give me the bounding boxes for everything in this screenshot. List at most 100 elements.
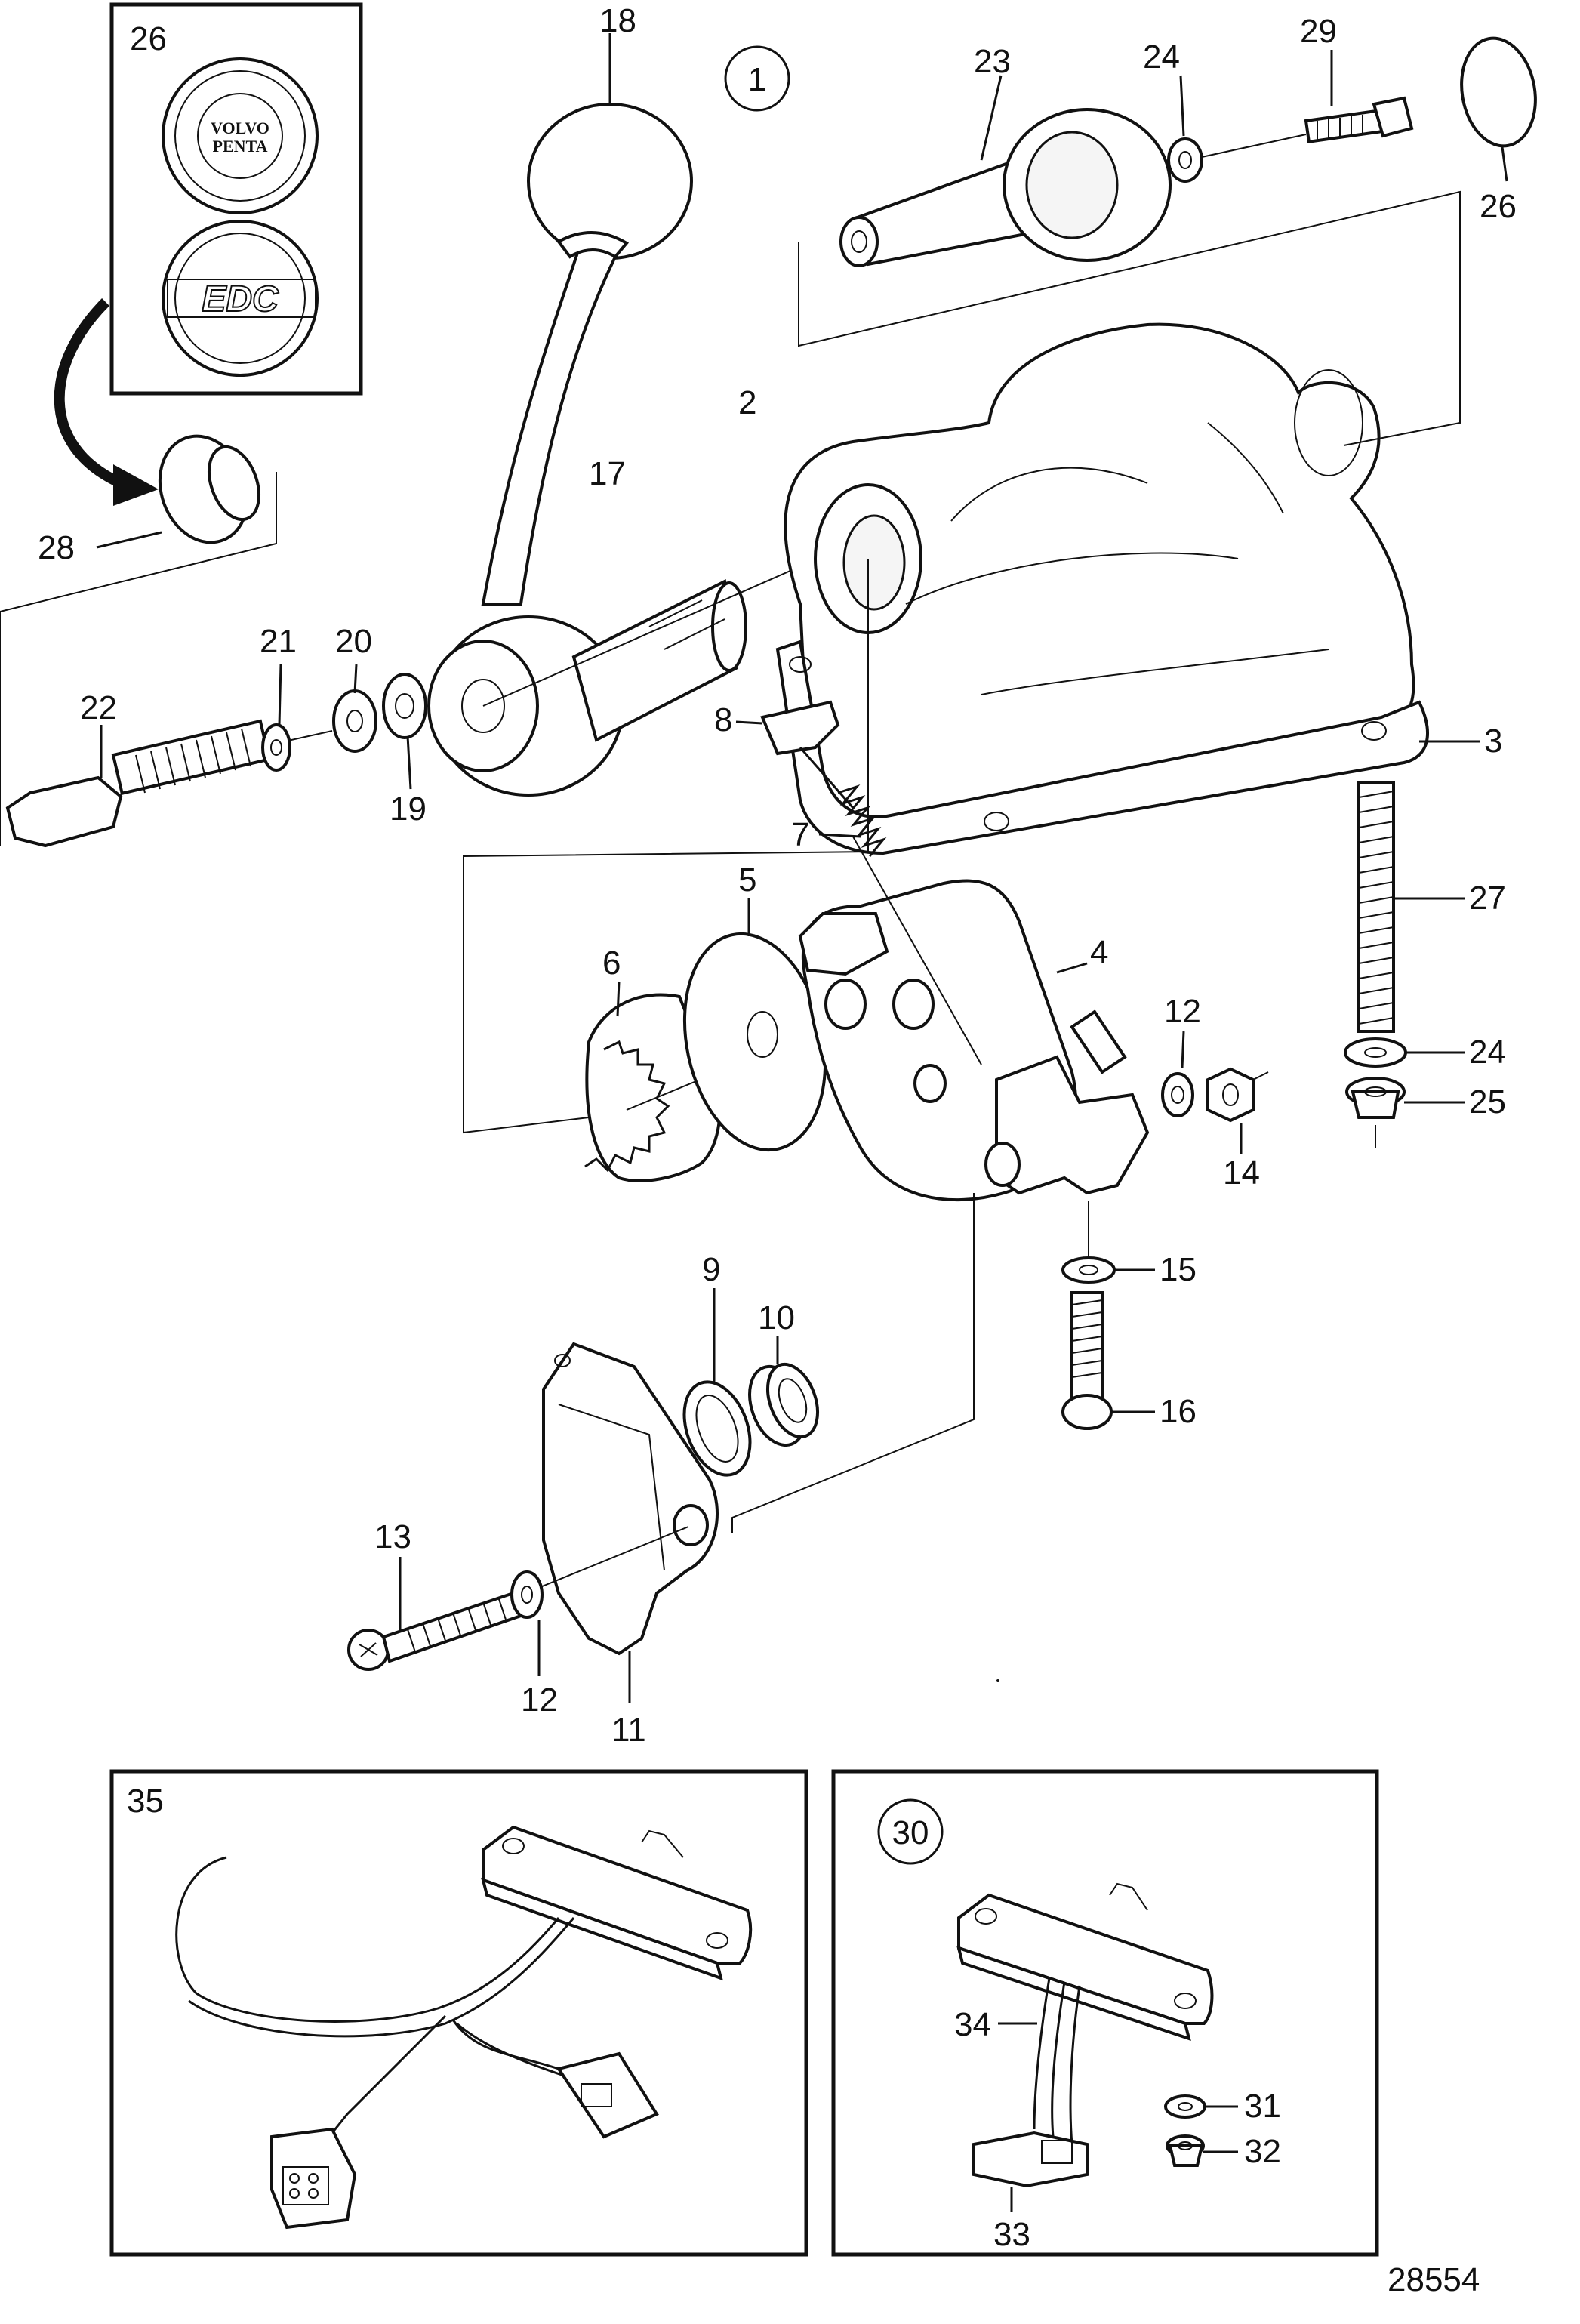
edc-badge-icon: EDC xyxy=(162,220,319,377)
label-22: 22 xyxy=(80,689,117,726)
label-3: 3 xyxy=(1484,723,1502,760)
label-4: 4 xyxy=(1090,934,1108,971)
svg-text:VOLVO: VOLVO xyxy=(211,119,269,137)
view-marker-30: 30 xyxy=(877,1798,944,1865)
svg-text:1: 1 xyxy=(748,61,766,98)
dot-mark xyxy=(996,1679,999,1682)
label-8: 8 xyxy=(714,701,732,738)
svg-text:PENTA: PENTA xyxy=(213,137,268,156)
label-6: 6 xyxy=(602,945,621,982)
sensor-11 xyxy=(542,1342,719,1703)
seal-10 xyxy=(748,1336,819,1447)
label-29: 29 xyxy=(1300,13,1337,50)
assembly-line-13 xyxy=(532,1526,689,1591)
pin-22 xyxy=(5,719,271,848)
spring-7 xyxy=(818,784,887,857)
oring-9 xyxy=(682,1288,752,1477)
control-unit-30-icon xyxy=(956,1882,1214,2042)
label-23: 23 xyxy=(974,43,1011,80)
view-marker-1: 1 xyxy=(724,45,790,112)
washer-19 xyxy=(382,673,427,790)
label-5: 5 xyxy=(738,861,756,898)
label-25: 25 xyxy=(1469,1083,1506,1120)
pin-22-threads xyxy=(135,728,251,794)
svg-text:EDC: EDC xyxy=(202,279,279,319)
washer-21 xyxy=(261,664,291,772)
assembly-line-28 xyxy=(0,472,277,846)
label-12-right: 12 xyxy=(1164,993,1201,1030)
label-24-bottom: 24 xyxy=(1469,1034,1506,1071)
bolt-29-threads xyxy=(1317,115,1363,140)
label-33: 33 xyxy=(993,2216,1030,2253)
label-19: 19 xyxy=(390,791,427,828)
inset-box-30: 30 xyxy=(831,1769,1379,2257)
svg-text:30: 30 xyxy=(892,1814,929,1851)
label-13: 13 xyxy=(374,1518,411,1555)
bolt-29 xyxy=(1304,50,1414,143)
label-35: 35 xyxy=(127,1783,164,1820)
badge-arrow xyxy=(54,298,159,506)
bolt-16-threads xyxy=(1071,1299,1103,1378)
volvo-penta-badge-icon: VOLVO PENTA xyxy=(162,57,319,214)
nut-32 xyxy=(1166,2134,1238,2167)
label-11: 11 xyxy=(611,1712,646,1749)
washer-20 xyxy=(332,664,377,753)
washer-12-right xyxy=(1161,1031,1194,1117)
nut-14 xyxy=(1206,1067,1269,1154)
housing-2 xyxy=(784,322,1415,834)
label-27: 27 xyxy=(1469,880,1506,917)
plunger-8 xyxy=(735,700,855,809)
gasket-3 xyxy=(775,640,1429,855)
wires-34 xyxy=(998,1977,1081,2145)
label-10: 10 xyxy=(758,1299,795,1336)
assembly-line-bracket-6 xyxy=(463,559,869,1134)
control-unit-35-icon xyxy=(481,1825,753,1981)
label-26-badge-box: 26 xyxy=(130,20,167,57)
bolt-13 xyxy=(347,1557,523,1671)
label-17: 17 xyxy=(589,455,626,492)
bolt-27 xyxy=(1357,781,1465,1033)
label-2: 2 xyxy=(738,384,756,421)
label-31: 31 xyxy=(1244,2088,1281,2125)
connector-35-a-icon xyxy=(556,2051,659,2139)
label-7: 7 xyxy=(791,816,809,853)
bracket-lever xyxy=(984,1009,1150,1195)
label-20: 20 xyxy=(335,623,372,660)
bolt-16 xyxy=(1061,1291,1155,1430)
label-14: 14 xyxy=(1223,1154,1260,1191)
inset-box-35: 35 xyxy=(109,1769,808,2257)
assembly-line-sensor xyxy=(731,1193,975,1533)
label-9: 9 xyxy=(702,1251,720,1288)
nut-25 xyxy=(1345,1077,1465,1148)
assembly-line-bracket-23 xyxy=(798,190,1461,446)
washer-15 xyxy=(1061,1256,1155,1284)
assembly-line-24-29 xyxy=(1201,134,1307,158)
connector-33-icon xyxy=(972,2131,1089,2212)
label-28: 28 xyxy=(38,529,75,566)
label-15: 15 xyxy=(1160,1251,1197,1288)
washer-24-top xyxy=(1167,75,1203,183)
cap-26 xyxy=(1460,36,1537,182)
label-26-cap: 26 xyxy=(1480,188,1517,225)
part-labels: 18 23 24 29 26 2 17 28 21 20 22 8 3 19 7… xyxy=(38,2,1517,2298)
bolt-13-threads xyxy=(407,1596,507,1653)
label-18: 18 xyxy=(599,2,636,39)
lever-17 xyxy=(481,231,630,606)
assembly-line-8-4 xyxy=(852,836,982,1065)
label-24-top: 24 xyxy=(1143,39,1180,76)
connector-35-b-icon xyxy=(270,2127,357,2230)
badge-inset-box: 26 VOLVO PENTA EDC xyxy=(109,2,363,396)
label-32: 32 xyxy=(1244,2133,1281,2170)
sleeve-23 xyxy=(839,75,1172,267)
label-34: 34 xyxy=(954,2006,991,2043)
drawing-number: 28554 xyxy=(1388,2261,1480,2298)
label-12-left: 12 xyxy=(521,1681,558,1718)
knob-18 xyxy=(527,33,693,260)
label-16: 16 xyxy=(1160,1393,1197,1430)
lever-hub xyxy=(427,578,747,797)
washer-31 xyxy=(1164,2094,1238,2119)
cable-harness-35 xyxy=(175,1856,575,2153)
bolt-27-threads xyxy=(1358,791,1394,1025)
washer-24-bottom xyxy=(1344,1037,1465,1068)
